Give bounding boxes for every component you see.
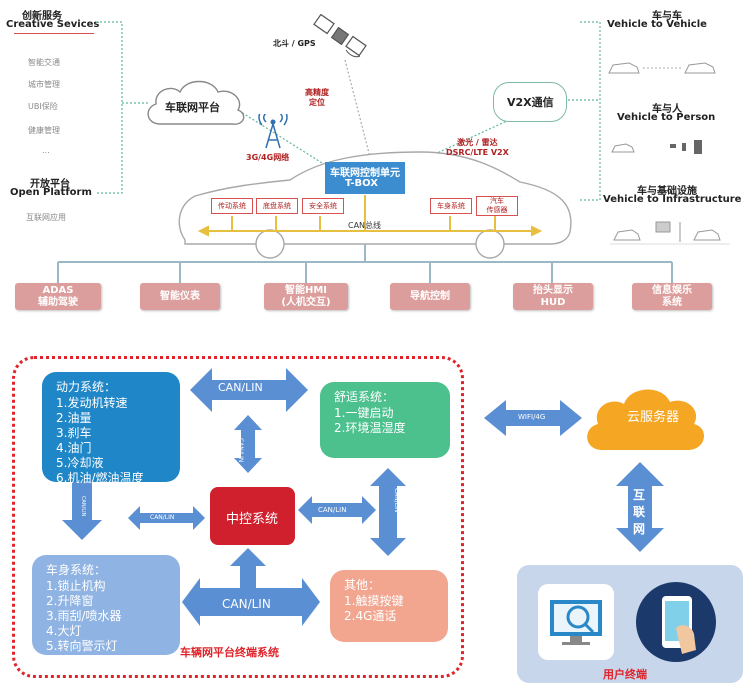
touch-phone-icon [662,596,696,654]
v2p-cn: 车与人 [652,104,682,115]
v2x-bubble [493,82,567,122]
platform-cloud-label: 车联网平台 [165,101,220,114]
v2v-en: Vehicle to Vehicle [607,19,707,30]
power-system-box: 动力系统： 1.发动机转速 2.油量 3.刹车 4.油门 5.冷却液 6.机油/… [42,372,180,485]
v2i-infrastructure-icon [610,221,730,245]
car-module-body: 车身系统 [430,198,472,214]
tbox-box [325,162,405,194]
cloud-server-icon [587,389,705,450]
analytics-monitor-icon [550,600,602,645]
box-adas: ADAS 辅助驾驶 [15,283,101,310]
sub-item-city: 城市管理 [28,80,60,89]
can-bus-label: CAN总线 [348,221,382,230]
other-item-2: 2.4G通话 [344,609,397,623]
arrow-label-right-v: CAN/LIN [393,488,400,513]
other-system-title: 其他： [344,578,381,592]
creative-services-cn: 创新服务 [22,11,62,22]
car-module-chassis: 底盘系统 [256,198,298,214]
tbox-title: 车联网控制单元 [330,168,400,179]
tbox-sub: T-BOX [345,178,378,189]
v2x-label: V2X通信 [507,96,554,109]
arrow-label-top-v: CAN/LIN [237,438,244,463]
v2p-en: Vehicle to Person [617,112,716,123]
v2v-cars-icon [608,62,716,74]
red-underline [14,33,94,34]
body-item-4: 4.大灯 [46,624,82,638]
box-instrument: 智能仪表 [140,283,220,310]
user-terminal-label: 用户终端 [603,668,647,681]
open-platform-en: Open Platform [10,187,92,198]
v2p-devices-icon [611,140,702,154]
terminal-frame [12,356,464,678]
v2v-cn: 车与车 [652,11,682,22]
power-item-5: 5.冷却液 [56,456,104,470]
internet-apps: 互联网应用 [26,213,66,222]
phone-icon-tile [636,582,716,662]
precision-label: 高精度 定位 [305,88,329,107]
body-item-1: 1.锁止机构 [46,579,106,593]
power-item-3: 3.刹车 [56,426,92,440]
tower-label: 3G/4G网络 [246,153,290,162]
v2i-en: Vehicle to Infrastructure [603,194,742,205]
body-item-3: 3.雨刮/喷水器 [46,609,122,623]
body-system-box: 车身系统： 1.锁止机构 2.升降窗 3.雨刮/喷水器 4.大灯 5.转向警示灯 [32,555,180,655]
analytics-icon-tile [538,584,614,660]
power-item-4: 4.油门 [56,441,92,455]
sub-item-more: ... [42,146,50,155]
car-module-drivetrain: 传动系统 [211,198,253,214]
central-control-label: 中控系统 [226,512,279,527]
arrow-label-left-v: CAN/LIN [80,496,86,517]
terminal-system-label: 车辆网平台终端系统 [180,646,279,659]
box-hud: 抬头显示 HUD [513,283,593,310]
box-hmi: 智能HMI (人机交互) [264,283,348,310]
open-platform-cn: 开放平台 [30,179,70,190]
arrow-label-right-h: CAN/LIN [318,506,347,514]
arrow-label-wifi: WIFI/4G [518,413,546,421]
dsrc-label: 激光 / 雷达 DSRC/LTE V2X [446,138,509,157]
box-navigation: 导航控制 [390,283,470,310]
satellite-icon [313,14,367,58]
sub-item-ubi: UBI保险 [28,102,58,111]
sub-item-traffic: 智能交通 [28,58,60,67]
body-system-title: 车身系统： [46,563,107,577]
power-system-title: 动力系统： [56,380,117,394]
power-item-1: 1.发动机转速 [56,396,128,410]
sub-item-health: 健康管理 [28,126,60,135]
car-outline [178,151,572,245]
cell-tower-icon [258,114,288,149]
comfort-system-title: 舒适系统： [334,390,395,404]
comfort-system-box: 舒适系统： 1.一键启动 2.环境温湿度 [320,382,450,458]
power-item-6: 6.机油/燃油温度 [56,471,144,485]
arrow-label-internet: 互 联 网 [633,488,646,536]
gps-label: 北斗 / GPS [273,39,316,48]
box-infotainment: 信息娱乐 系统 [632,283,712,310]
car-module-sensor: 汽车 传感器 [476,196,518,216]
other-item-1: 1.触摸按键 [344,594,404,608]
arrow-label-bottom: CAN/LIN [222,597,271,611]
car-module-safety: 安全系统 [302,198,344,214]
body-item-5: 5.转向警示灯 [46,639,118,653]
comfort-item-1: 1.一键启动 [334,406,394,420]
cloud-server-label: 云服务器 [627,410,680,425]
platform-cloud-icon [147,80,245,125]
other-system-box: 其他： 1.触摸按键 2.4G通话 [330,570,448,642]
arrow-label-top: CAN/LIN [218,381,263,394]
v2i-cn: 车与基础设施 [637,186,697,197]
central-control-box [210,487,295,545]
power-item-2: 2.油量 [56,411,92,425]
arrow-label-left-h: CAN/LIN [150,514,175,521]
bottom-arrows [62,368,664,626]
comfort-item-2: 2.环境温湿度 [334,421,406,435]
creative-services-en: Creative Sevices [6,19,100,30]
body-item-2: 2.升降窗 [46,594,94,608]
